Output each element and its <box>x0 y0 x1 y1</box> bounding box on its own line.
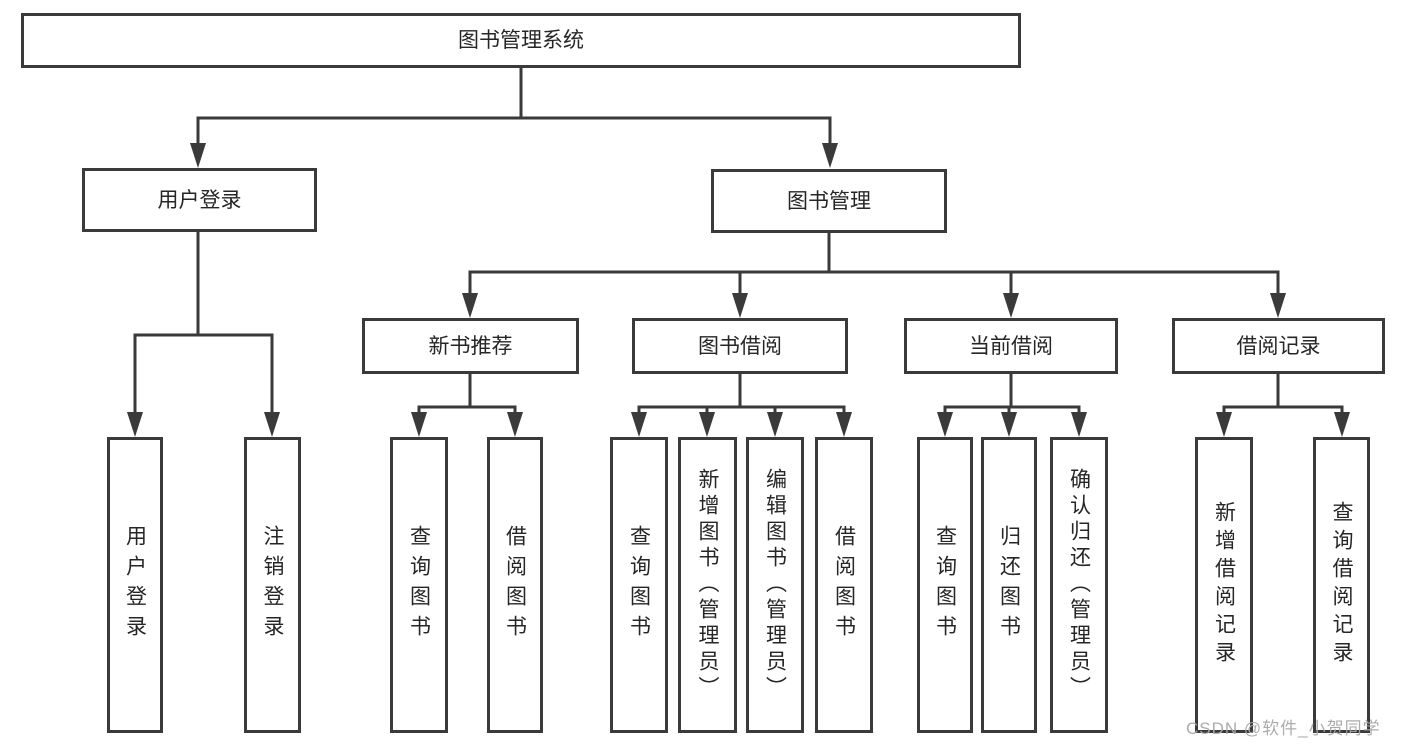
leaf-label: 新增借阅记录 <box>1212 501 1236 669</box>
leaf-query-borrow-record: 查询借阅记录 <box>1313 437 1370 733</box>
leaf-label: 查询图书 <box>627 525 651 645</box>
node-book-management: 图书管理 <box>711 169 947 233</box>
node-label: 当前借阅 <box>969 334 1053 358</box>
node-book-borrowing: 图书借阅 <box>632 318 848 374</box>
leaf-return-books: 归还图书 <box>981 437 1037 733</box>
node-current-borrowing: 当前借阅 <box>904 318 1118 374</box>
node-borrowing-records: 借阅记录 <box>1172 318 1385 374</box>
leaf-label: 确认归还（管理员） <box>1067 468 1091 702</box>
leaf-label: 查询借阅记录 <box>1330 501 1353 669</box>
leaf-logout: 注销登录 <box>244 437 301 733</box>
leaf-query-books-1: 查询图书 <box>390 437 448 733</box>
leaf-borrow-books-1: 借阅图书 <box>487 437 543 733</box>
leaf-label: 归还图书 <box>997 525 1021 645</box>
leaf-query-books-3: 查询图书 <box>917 437 973 733</box>
leaf-query-books-2: 查询图书 <box>610 437 668 733</box>
leaf-user-login: 用户登录 <box>107 437 163 733</box>
node-user-login: 用户登录 <box>82 168 317 232</box>
leaf-label: 新增图书（管理员） <box>696 468 719 702</box>
node-label: 图书管理 <box>787 189 871 213</box>
csdn-watermark: CSDN @软件_小贺同学 <box>1186 719 1381 738</box>
leaf-label: 用户登录 <box>123 525 147 645</box>
leaf-label: 借阅图书 <box>503 525 527 645</box>
leaf-label: 编辑图书（管理员） <box>763 468 787 702</box>
leaf-confirm-return-admin: 确认归还（管理员） <box>1050 437 1108 733</box>
leaf-label: 注销登录 <box>261 525 284 645</box>
leaf-label: 查询图书 <box>407 525 431 645</box>
leaf-add-books-admin: 新增图书（管理员） <box>678 437 737 733</box>
leaf-edit-books-admin: 编辑图书（管理员） <box>746 437 804 733</box>
leaf-label: 借阅图书 <box>832 525 856 645</box>
node-label: 借阅记录 <box>1236 334 1321 358</box>
node-label: 用户登录 <box>157 188 242 212</box>
node-library-management-system: 图书管理系统 <box>21 13 1021 68</box>
leaf-borrow-books-2: 借阅图书 <box>815 437 873 733</box>
node-label: 图书借阅 <box>698 334 782 358</box>
node-label: 图书管理系统 <box>458 29 584 52</box>
leaf-label: 查询图书 <box>933 525 957 645</box>
leaf-add-borrow-record: 新增借阅记录 <box>1195 437 1253 733</box>
node-label: 新书推荐 <box>428 334 513 358</box>
node-new-book-recommend: 新书推荐 <box>362 318 579 374</box>
